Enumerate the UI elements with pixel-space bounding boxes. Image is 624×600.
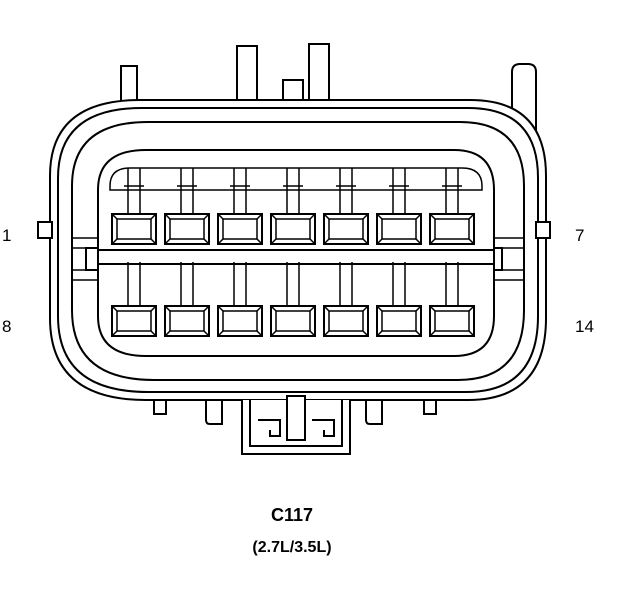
pin-12 [323,262,369,337]
pin-7 [429,168,475,245]
pin-label-14: 14 [575,317,594,336]
pin-3 [217,168,263,245]
pin-10 [217,262,263,337]
pin-13 [376,262,422,337]
pin-1 [111,168,157,245]
pin-label-8: 8 [2,317,12,336]
pin-label-7: 7 [575,226,585,245]
pin-14 [429,262,475,337]
pin-5 [323,168,369,245]
pin-8 [111,262,157,337]
pin-2 [164,168,210,245]
pin-4 [270,168,316,245]
pin-label-1: 1 [2,226,12,245]
connector-id: C117 [270,505,314,525]
pin-terminals [111,168,475,337]
bottom-tabs [153,400,437,425]
row-separator [98,249,494,265]
pin-11 [270,262,316,337]
pin-9 [164,262,210,337]
engine-variant: (2.7L/3.5L) [252,539,332,556]
latch-rail [109,167,483,191]
pin-cavity [97,149,495,357]
pin-6 [376,168,422,245]
polarization-key [241,395,351,455]
